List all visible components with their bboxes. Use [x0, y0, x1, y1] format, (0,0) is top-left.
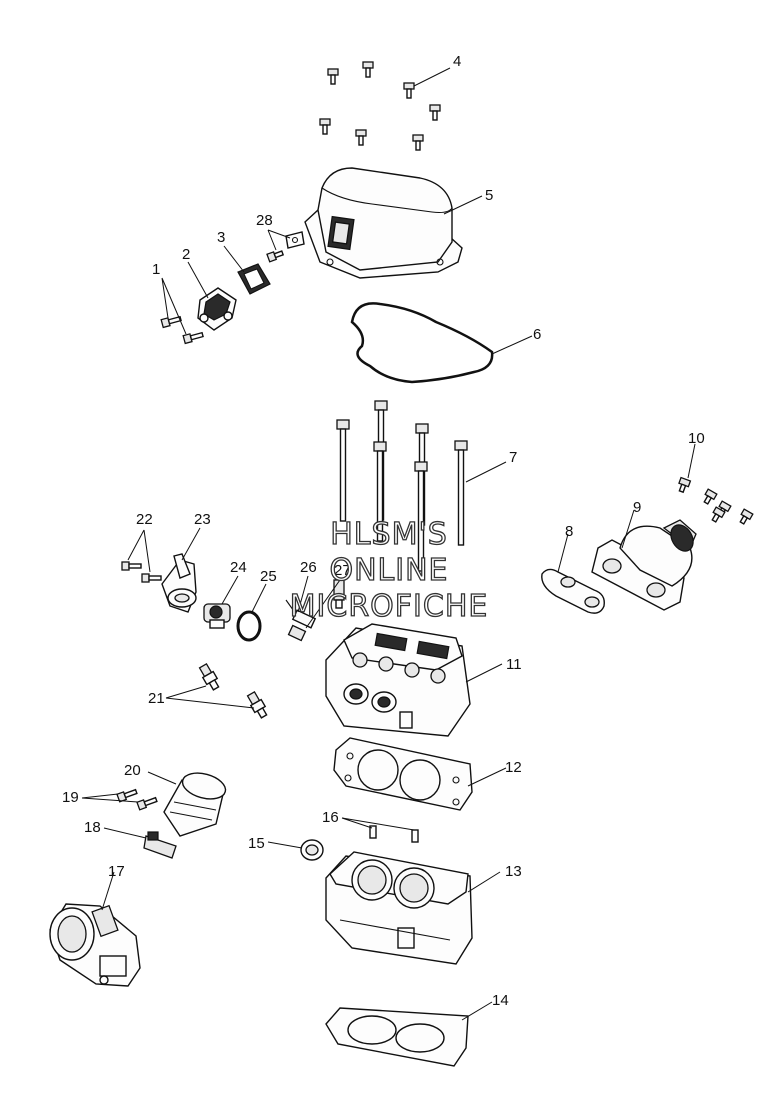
callout-15: 15	[248, 835, 265, 852]
callout-26: 26	[300, 559, 317, 576]
callout-6: 6	[533, 326, 541, 343]
callout-1: 1	[152, 261, 160, 278]
part-1-bolts	[160, 315, 204, 345]
part-2-breather-housing	[197, 287, 237, 331]
callout-19: 19	[62, 789, 79, 806]
part-22-bolts	[121, 561, 162, 583]
part-7-head-bolts	[336, 400, 468, 572]
part-12-head-gasket	[333, 737, 473, 811]
callout-4: 4	[453, 53, 461, 70]
callout-23: 23	[194, 511, 211, 528]
watermark-line-3: MICROFICHE	[290, 589, 489, 624]
callout-2: 2	[182, 246, 190, 263]
callout-8: 8	[565, 523, 573, 540]
part-11-cylinder-head	[325, 623, 471, 737]
callout-3: 3	[217, 229, 225, 246]
part-24-thermostat	[203, 603, 231, 629]
callout-16: 16	[322, 809, 339, 826]
callout-22: 22	[136, 511, 153, 528]
callout-27: 27	[334, 562, 351, 579]
part-18-clamp	[143, 831, 177, 859]
callout-labels: 1 2 3 4 5 6 7 8 9 10 11 12 13 14 15 16 1…	[62, 53, 705, 1009]
part-13-cylinder	[325, 851, 473, 965]
watermark-line-1: HLSM'S	[330, 517, 448, 552]
part-25-o-ring	[236, 610, 262, 642]
part-15-seal-plug	[300, 839, 324, 861]
part-28-plate-and-screw	[266, 231, 305, 263]
part-4-valve-cover-bolts	[319, 61, 441, 151]
callout-7: 7	[509, 449, 517, 466]
callout-20: 20	[124, 762, 141, 779]
callout-14: 14	[492, 992, 509, 1009]
callout-28: 28	[256, 212, 273, 229]
part-3-gasket	[237, 263, 271, 295]
part-10-manifold-bolts	[678, 476, 754, 525]
part-9-exhaust-manifold	[591, 519, 697, 611]
callout-24: 24	[230, 559, 247, 576]
callout-21: 21	[148, 690, 165, 707]
part-21-spark-plugs	[198, 662, 268, 719]
leader-lines	[81, 67, 696, 1021]
watermark-line-2: ONLINE	[329, 553, 448, 588]
part-27-sensor	[333, 579, 345, 609]
part-20-intake-boot	[163, 772, 227, 837]
part-19-bolts	[116, 788, 158, 811]
callout-5: 5	[485, 187, 493, 204]
part-14-base-gasket	[325, 1007, 469, 1067]
callout-13: 13	[505, 863, 522, 880]
callout-9: 9	[633, 499, 641, 516]
part-23-thermostat-housing	[161, 553, 197, 613]
part-16-dowel-pins	[369, 825, 419, 843]
part-5-valve-cover	[304, 167, 463, 279]
callout-25: 25	[260, 568, 277, 585]
callout-18: 18	[84, 819, 101, 836]
part-6-valve-cover-gasket	[350, 302, 494, 384]
watermark: HLSM'S ONLINE MICROFICHE	[289, 516, 489, 624]
callout-17: 17	[108, 863, 125, 880]
callout-10: 10	[688, 430, 705, 447]
part-17-throttle-body	[49, 903, 141, 987]
callout-11: 11	[506, 656, 522, 673]
callout-12: 12	[505, 759, 522, 776]
part-8-exhaust-gasket	[541, 568, 605, 614]
